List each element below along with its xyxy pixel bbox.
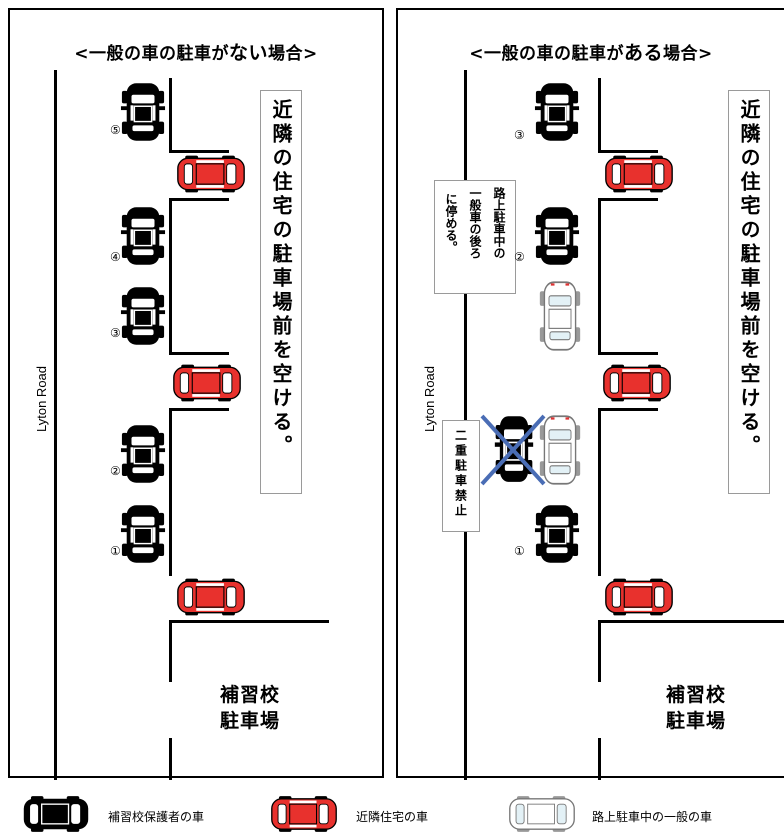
driveway-edge: [169, 150, 229, 153]
neighbor-car: [604, 576, 674, 618]
title-emphasis: ない: [228, 42, 268, 64]
legend-street-car: 路上駐車中の一般の車: [592, 810, 713, 824]
parking-lot-label: 補習校 駐車場: [200, 682, 300, 734]
curb-segment: [169, 78, 172, 153]
driveway-edge: [169, 352, 229, 355]
legend-neighbor-car: 近隣住宅の車: [356, 810, 429, 824]
curb-segment: [169, 198, 172, 354]
follow-note-line2: 一般車の後ろ: [468, 187, 482, 259]
driveway-edge: [598, 352, 658, 355]
parent-car: [534, 204, 580, 268]
follow-note-line1: 路上駐車中の: [492, 187, 506, 259]
neighbor-car: [604, 153, 674, 195]
title-prefix: <一般の車の駐車が: [469, 44, 624, 64]
title-emphasis: ある: [623, 42, 663, 64]
lot-entrance-edge: [598, 620, 601, 682]
parent-car: [534, 502, 580, 566]
no-double-parking-box: 二重駐車禁止: [442, 420, 480, 532]
curb-segment: [169, 408, 172, 576]
no-double-parking-text: 二重駐車禁止: [453, 429, 468, 519]
neighbor-car: [602, 362, 672, 404]
parent-car: [120, 422, 166, 486]
lot-entrance-edge: [169, 620, 172, 682]
driveway-edge: [598, 408, 658, 411]
panel-no-street-parking: <一般の車の駐車がない場合> Lyton Road 近隣の住宅の駐車場前を空ける…: [8, 8, 384, 780]
lot-label-line2: 駐車場: [665, 710, 726, 732]
order-number: ①: [514, 544, 525, 558]
parent-car: [120, 502, 166, 566]
lot-entrance-edge: [169, 738, 172, 780]
parent-car: [534, 80, 580, 144]
notice-text: 近隣の住宅の駐車場前を空ける。: [737, 99, 761, 459]
legend-parent-car: 補習校保護者の車: [108, 810, 205, 824]
road-label: Lyton Road: [34, 365, 49, 432]
notice-text: 近隣の住宅の駐車場前を空ける。: [269, 99, 293, 459]
order-number: ④: [110, 250, 121, 264]
lot-label-line1: 補習校: [665, 684, 726, 706]
lot-entrance-edge: [598, 620, 784, 623]
panel-title: <一般の車の駐車がある場合>: [398, 38, 784, 65]
curb-segment: [598, 408, 601, 576]
title-suffix: 場合>: [663, 44, 713, 64]
driveway-edge: [598, 150, 658, 153]
curb-segment: [598, 198, 601, 354]
order-number: ②: [514, 250, 525, 264]
driveway-edge: [598, 198, 658, 201]
neighbor-car: [176, 153, 246, 195]
notice-box: 近隣の住宅の駐車場前を空ける。: [260, 90, 302, 494]
order-number: ⑤: [110, 123, 121, 137]
notice-box: 近隣の住宅の駐車場前を空ける。: [728, 90, 770, 494]
lot-label-line2: 駐車場: [219, 710, 280, 732]
curb-segment: [598, 78, 601, 153]
order-number: ②: [110, 464, 121, 478]
parent-car: [120, 204, 166, 268]
panel-with-street-parking: <一般の車の駐車がある場合> Lyton Road 近隣の住宅の駐車場前を空ける…: [396, 8, 784, 780]
order-number: ③: [514, 128, 525, 142]
title-suffix: 場合>: [268, 44, 318, 64]
parent-car-legend-icon: [22, 794, 90, 834]
order-number: ①: [110, 544, 121, 558]
parent-car: [120, 284, 166, 348]
driveway-edge: [169, 198, 229, 201]
lot-entrance-edge: [169, 620, 329, 623]
follow-note-line3: に停める。: [444, 193, 458, 253]
lot-entrance-edge: [598, 738, 601, 780]
street-car-legend-icon: [508, 794, 576, 834]
cross-mark-icon: [480, 414, 546, 486]
title-prefix: <一般の車の駐車が: [74, 44, 229, 64]
panel-title: <一般の車の駐車がない場合>: [10, 38, 382, 65]
order-number: ③: [110, 326, 121, 340]
parent-car: [120, 80, 166, 144]
follow-note-box: 路上駐車中の 一般車の後ろ に停める。: [434, 180, 516, 294]
street-parked-car: [538, 280, 582, 352]
driveway-edge: [169, 408, 229, 411]
road-label: Lyton Road: [422, 365, 437, 432]
neighbor-car: [176, 576, 246, 618]
road-edge-line: [54, 70, 57, 780]
neighbor-car-legend-icon: [270, 794, 338, 834]
neighbor-car: [172, 362, 242, 404]
lot-label-line1: 補習校: [219, 684, 280, 706]
parking-lot-label: 補習校 駐車場: [646, 682, 746, 734]
